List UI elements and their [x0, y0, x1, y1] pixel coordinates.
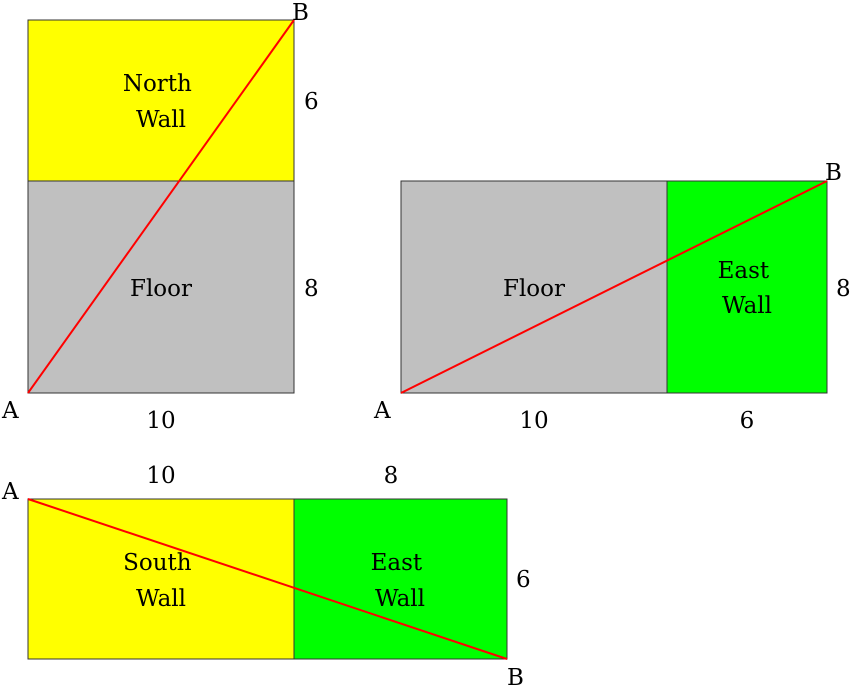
- floor-rect: [27, 180, 295, 394]
- south-wall-rect: [27, 498, 295, 660]
- dim-south-wall-width: 10: [146, 463, 175, 489]
- dim-floor-width: 10: [146, 408, 175, 434]
- point-b-label: B: [292, 0, 309, 26]
- point-b-label: B: [507, 665, 524, 688]
- net-south-east-wall: South Wall East Wall 10 8 6 A B: [1, 463, 531, 688]
- dim-floor-height: 8: [304, 276, 319, 302]
- dim-height: 8: [836, 276, 851, 302]
- dim-floor-width: 10: [519, 408, 548, 434]
- floor-label: Floor: [130, 276, 192, 302]
- north-wall-label: North Wall: [123, 71, 199, 133]
- dim-east-wall-width: 6: [740, 408, 755, 434]
- net-floor-north-wall: North Wall Floor 6 8 10 A B: [1, 0, 319, 434]
- east-wall-label: East Wall: [718, 258, 777, 319]
- north-wall-rect: [27, 19, 295, 182]
- shortest-path-line: [400, 180, 828, 394]
- east-wall-rect: [666, 180, 828, 394]
- dim-east-wall-width: 8: [384, 463, 399, 489]
- point-a-label: A: [1, 479, 19, 505]
- shortest-path-line: [27, 19, 295, 394]
- east-wall-rect: [293, 498, 508, 660]
- dim-north-wall-height: 6: [304, 89, 319, 115]
- floor-rect: [400, 180, 668, 394]
- point-b-label: B: [825, 160, 842, 186]
- dim-height: 6: [516, 567, 531, 593]
- floor-label: Floor: [503, 276, 565, 302]
- point-a-label: A: [1, 398, 19, 424]
- east-wall-label: East Wall: [371, 550, 430, 612]
- shortest-path-line: [27, 498, 508, 660]
- net-floor-east-wall: Floor East Wall 8 10 6 A B: [373, 160, 851, 434]
- point-a-label: A: [373, 398, 391, 424]
- south-wall-label: South Wall: [123, 550, 199, 612]
